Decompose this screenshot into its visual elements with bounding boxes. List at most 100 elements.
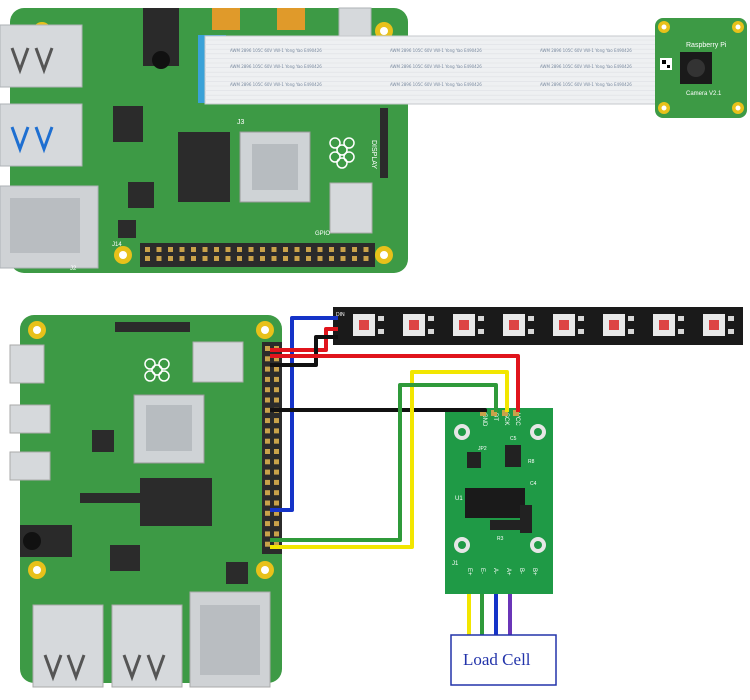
gpio-pin (294, 256, 300, 261)
gpio-pin (265, 397, 270, 403)
gpio-pin (260, 256, 265, 261)
led-resistor (678, 316, 684, 321)
poe-header (118, 220, 136, 238)
hx711-pin-gnd: GND (481, 413, 487, 427)
led-die (409, 320, 419, 330)
micro-hdmi-port (277, 8, 305, 30)
gpio-pin (306, 256, 311, 261)
gpio-pin (274, 521, 279, 527)
raspberry-logo-icon (329, 137, 355, 169)
usb2-port (0, 24, 83, 88)
wire-red-led (270, 327, 338, 352)
board-model-label: Raspberry Pi 4 Model B (210, 277, 284, 284)
gpio-pin (274, 541, 279, 547)
gpio-pin (145, 256, 150, 261)
gpio-pin (274, 418, 279, 424)
gpio-pin (352, 256, 357, 261)
ribbon-print-6: AWM 2896 105C 60V VW-1 Yong Yao E490426 (540, 64, 632, 69)
ribbon-print-4: AWM 2896 105C 60V VW-1 Yong Yao E490426 (230, 64, 322, 69)
gpio-pin (340, 247, 346, 252)
gpio-pin (329, 256, 334, 261)
gpio-pin (265, 531, 270, 537)
gpio-pin (274, 387, 279, 393)
gpio-pin (283, 256, 288, 261)
led-die (509, 320, 519, 330)
wire-yellow-sck (270, 370, 509, 549)
gpio-pin (265, 356, 270, 362)
gpio-pin (317, 256, 323, 261)
led-din-label: DIN (336, 312, 345, 318)
raspberry-logo-icon (144, 358, 170, 382)
gpio-pin (191, 247, 196, 252)
gpio-pin (237, 256, 242, 261)
ribbon-print-8: AWM 2896 105C 60V VW-1 Yong Yao E490426 (390, 82, 482, 87)
display-connector (380, 108, 388, 178)
gpio-pin (265, 500, 270, 506)
hx711-pin-dt: DT (492, 413, 498, 421)
camera-ribbon-cable: AWM 2896 105C 60V VW-1 Yong Yao E490426 … (204, 35, 661, 105)
led-resistor (378, 316, 384, 321)
gpio-pin (225, 247, 231, 252)
hx711-pin-e-minus: E- (479, 568, 485, 574)
gpio-pin (265, 510, 270, 516)
led-resistor (628, 316, 634, 321)
led-capacitor (428, 329, 434, 334)
gpio-pin (265, 346, 270, 351)
hx711-pin-a-plus: A+ (505, 568, 511, 576)
wire-red-vcc (270, 354, 520, 412)
gpio-pin (265, 428, 270, 434)
gpio-pin (271, 256, 277, 261)
wire-green-dt (270, 383, 498, 542)
capacitor (467, 452, 481, 468)
gpio-pin (274, 490, 279, 496)
usb2-port (32, 604, 104, 688)
wire-black-gnd (270, 408, 487, 412)
gpio-pin (168, 247, 173, 252)
gpio-pin (274, 500, 279, 506)
camera-brand: Raspberry Pi (686, 42, 727, 49)
ribbon-print-7: AWM 2896 105C 60V VW-1 Yong Yao E490426 (230, 82, 322, 87)
ribbon-print-9: AWM 2896 105C 60V VW-1 Yong Yao E490426 (540, 82, 632, 87)
led-capacitor (628, 329, 634, 334)
load-cell-label: Load Cell (463, 650, 531, 669)
hx711-pin-b-minus: B- (518, 568, 524, 574)
led-die (709, 320, 719, 330)
gpio-pin (274, 376, 279, 382)
hx711-label-c4: C4 (530, 481, 537, 487)
resistor (520, 505, 532, 533)
usb3-port (111, 604, 183, 688)
gpio-pin (248, 247, 254, 252)
hx711-label-r8: R8 (528, 459, 535, 465)
usb3-port (0, 103, 83, 167)
wifi-module (329, 182, 373, 234)
ethernet-chip (128, 182, 154, 208)
gpio-pin (265, 469, 270, 475)
ribbon-print-1: AWM 2896 105C 60V VW-1 Yong Yao E490426 (230, 48, 322, 53)
hx711-label-c5: C5 (510, 436, 517, 442)
resistor (490, 520, 520, 530)
ethernet-chip (110, 545, 140, 571)
ram-chip (178, 132, 230, 202)
led-resistor (478, 316, 484, 321)
micro-hdmi-port (212, 8, 240, 30)
gpio-pin (265, 387, 270, 393)
hx711-label-j1: J1 (452, 561, 459, 567)
ram-chip (140, 478, 212, 526)
gpio-pin (306, 247, 311, 252)
load-cell: Load Cell (450, 634, 557, 686)
gpio-pin (363, 256, 369, 261)
gpio-pin (340, 256, 346, 261)
led-resistor (728, 316, 734, 321)
camera-module: Raspberry Pi Camera V2.1 (655, 18, 747, 118)
display-connector (115, 322, 190, 332)
led-capacitor (478, 329, 484, 334)
gpio-pin (274, 366, 279, 372)
led-capacitor (578, 329, 584, 334)
gpio-pin (168, 256, 173, 261)
led-capacitor (728, 329, 734, 334)
display-label: DISPLAY (370, 140, 377, 169)
gpio-pin (214, 247, 219, 252)
gpio-pin (274, 428, 279, 434)
ribbon-print-3: AWM 2896 105C 60V VW-1 Yong Yao E490426 (540, 48, 632, 53)
